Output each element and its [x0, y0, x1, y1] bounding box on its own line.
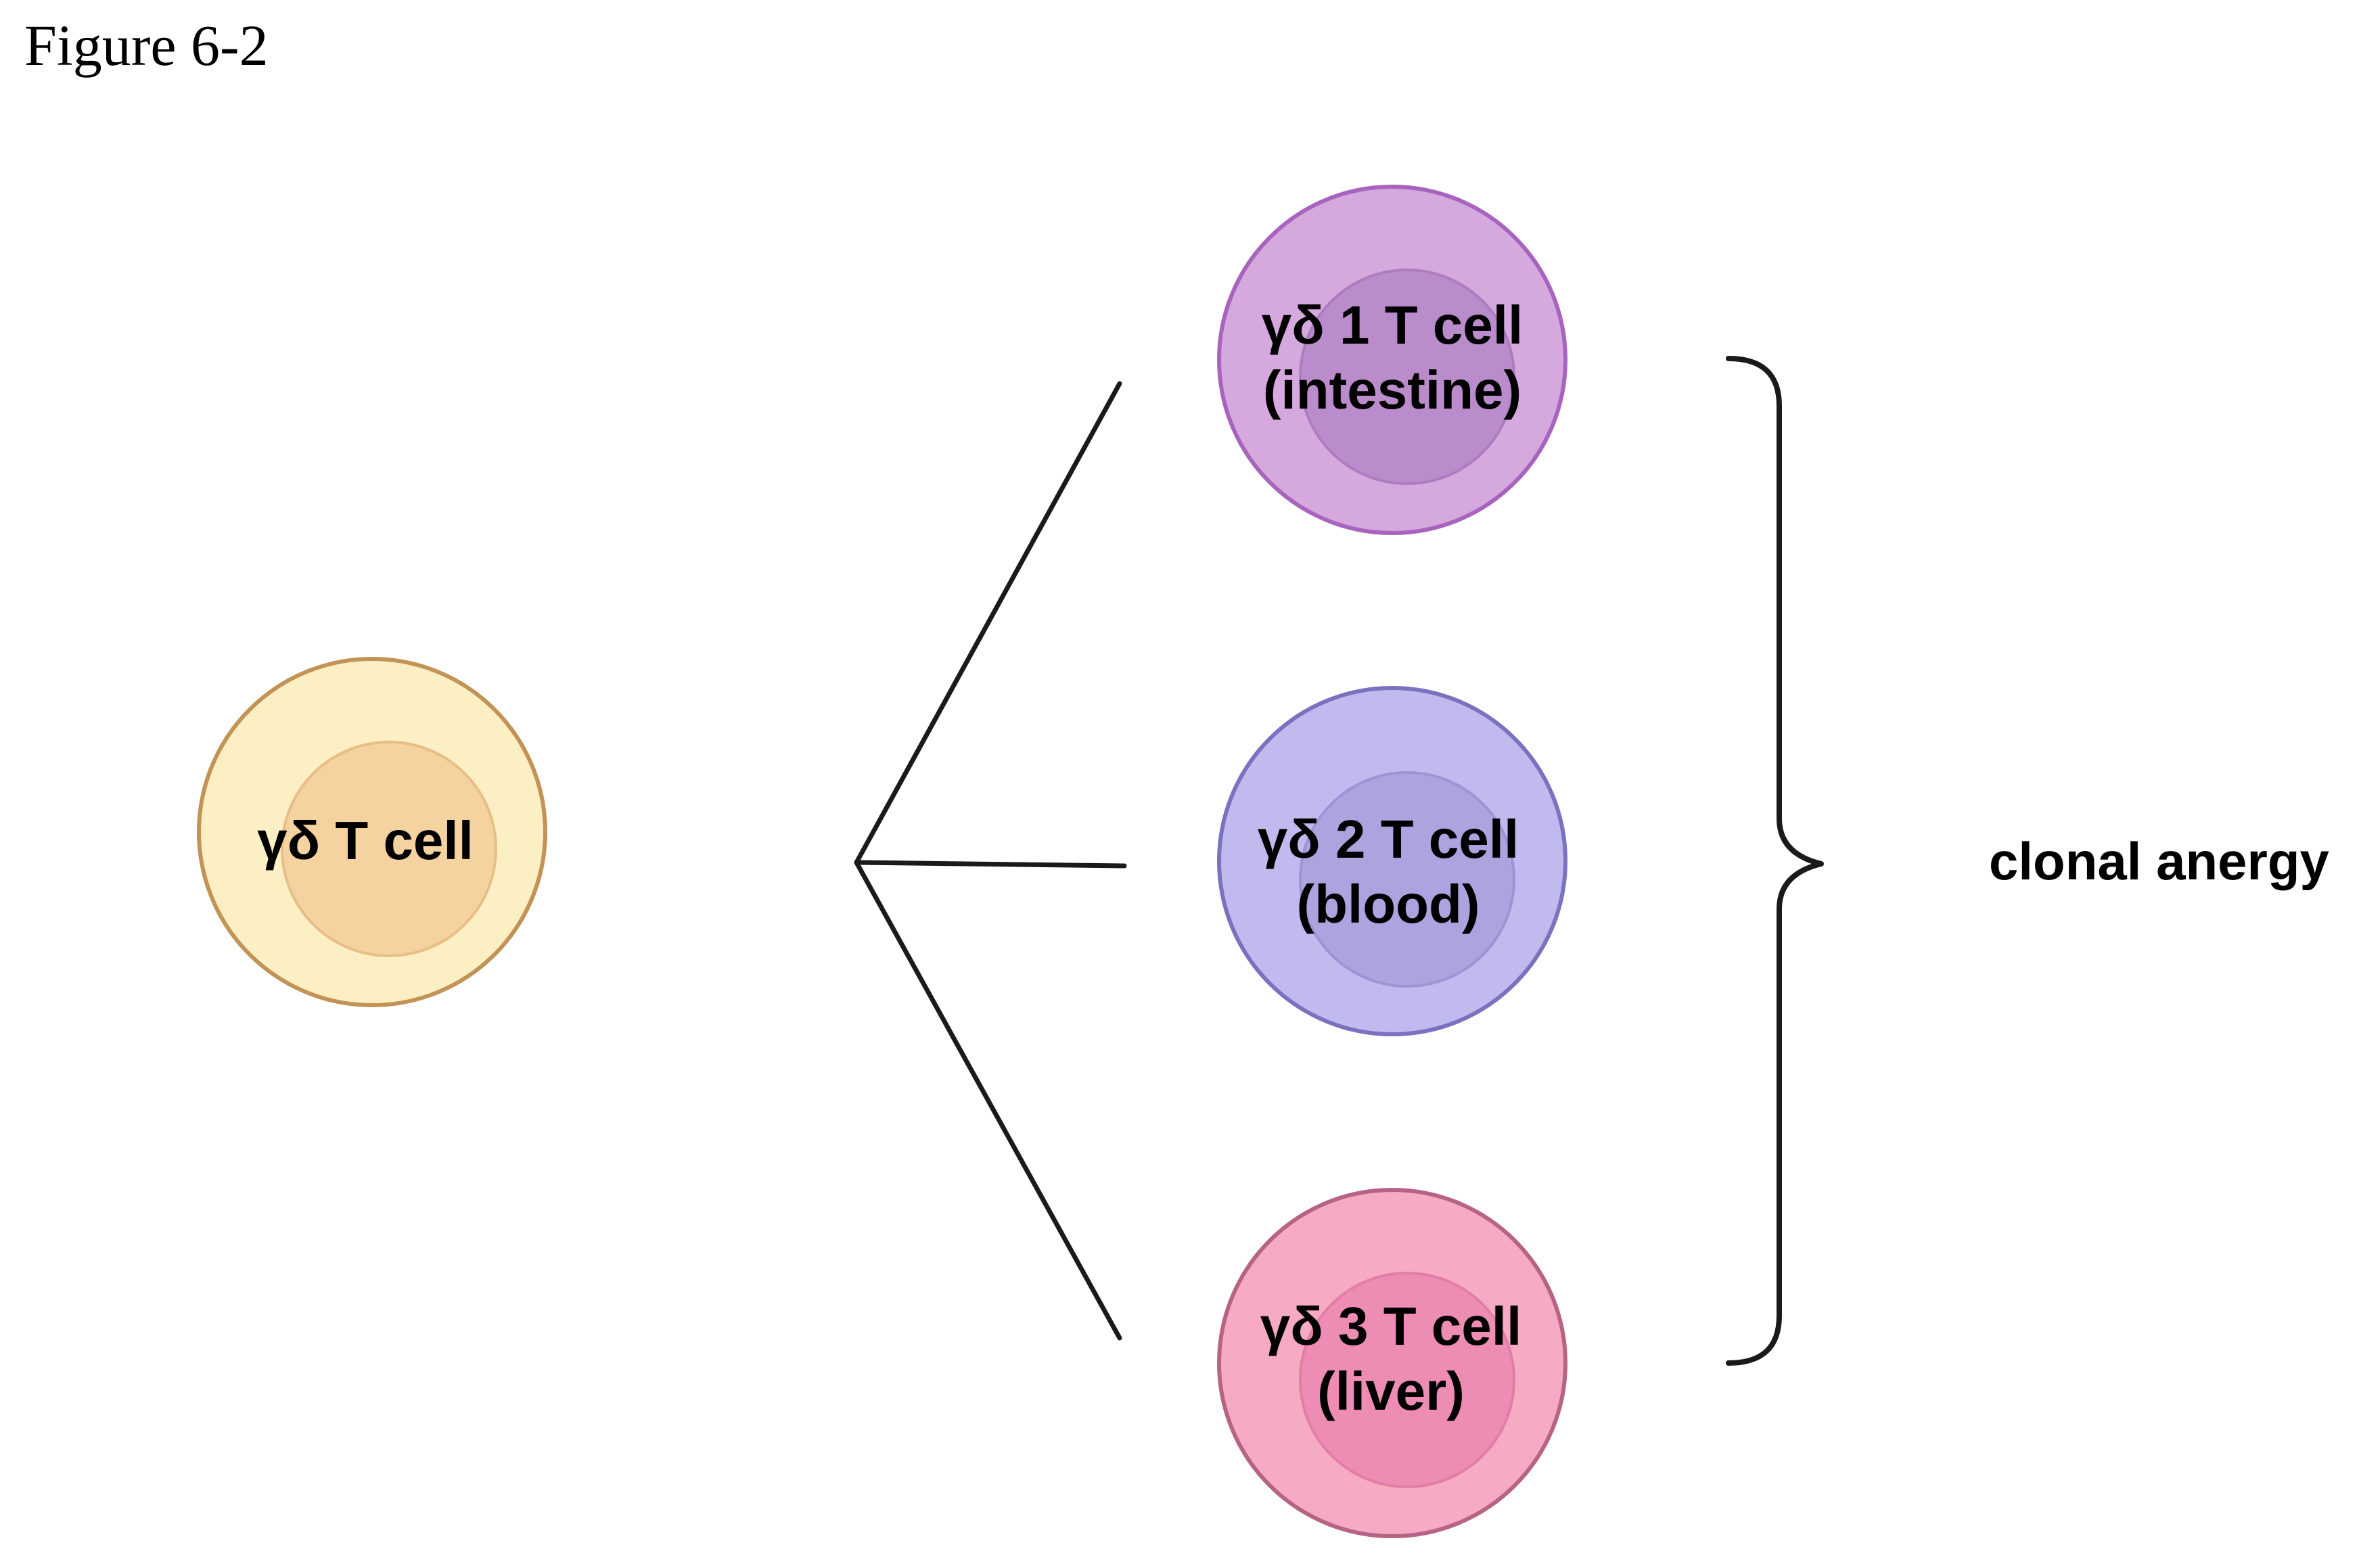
- intestine-cell-nucleus: [1299, 269, 1515, 485]
- branch-line-lower: [854, 860, 1122, 1341]
- blood-cell-nucleus: [1299, 771, 1515, 988]
- blood-cell-label-line2: (blood): [1297, 874, 1480, 934]
- progenitor-cell-nucleus: [281, 741, 497, 957]
- clonal-anergy-label: clonal anergy: [1989, 831, 2329, 891]
- branch-lines: [854, 381, 1127, 1341]
- intestine-cell: γδ 1 T cell (intestine): [1217, 185, 1567, 535]
- blood-cell: γδ 2 T cell (blood): [1217, 686, 1567, 1036]
- progenitor-cell: γδ T cell: [197, 657, 547, 1007]
- liver-cell-label-line1: γδ 3 T cell: [1260, 1296, 1521, 1356]
- liver-cell: γδ 3 T cell (liver): [1217, 1188, 1567, 1538]
- branch-line-middle: [854, 860, 1127, 869]
- curly-brace: [1726, 356, 1824, 1366]
- blood-cell-label-line1: γδ 2 T cell: [1258, 809, 1519, 869]
- figure-title: Figure 6-2: [24, 13, 269, 78]
- progenitor-cell-label: γδ T cell: [257, 810, 474, 871]
- intestine-cell-label-line1: γδ 1 T cell: [1262, 295, 1523, 355]
- liver-cell-label-line2: (liver): [1317, 1361, 1465, 1421]
- branch-line-upper: [854, 381, 1122, 865]
- liver-cell-nucleus: [1299, 1272, 1515, 1488]
- intestine-cell-label-line2: (intestine): [1263, 360, 1521, 420]
